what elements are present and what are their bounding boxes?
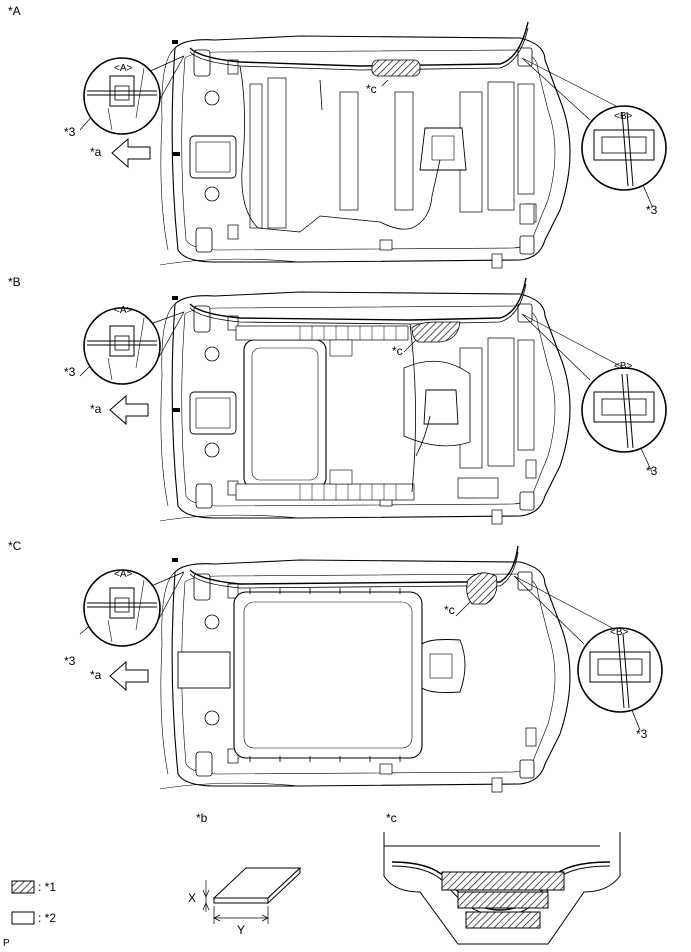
tape-dimension-y-label: Y: [237, 923, 246, 937]
panel-a-detail-b-label: <B>: [614, 111, 633, 122]
panel-b-diagram: [79, 277, 667, 525]
panel-c-detail-b-label: <B>: [610, 627, 629, 638]
panel-b-section-label: *c: [392, 344, 403, 358]
panel-b-detail-a-label: <A>: [114, 305, 133, 316]
panel-b-callout-3-right: *3: [646, 464, 658, 478]
panel-b-hatched-tape: [411, 321, 461, 343]
legend-hatched-text: : *1: [38, 880, 57, 894]
panel-c-section-label: *c: [444, 603, 455, 617]
panel-c-detail-a-label: <A>: [114, 569, 133, 580]
panel-a-front-label: *a: [90, 145, 102, 159]
panel-c-detail-a-circle: [83, 569, 161, 647]
footer-code: P: [3, 938, 10, 949]
panel-c-detail-b-circle: [577, 627, 663, 713]
panel-b-label: *B: [8, 275, 21, 289]
panel-b-front-arrow: [109, 395, 149, 425]
panel-b-callout-3-left: *3: [64, 365, 76, 379]
panel-c-label: *C: [8, 539, 22, 553]
panel-c-callout-3-right: *3: [636, 727, 648, 741]
tape-dimension-detail: [202, 866, 302, 924]
panel-a-label: *A: [8, 4, 21, 18]
tape-dimension-x-label: X: [188, 891, 197, 905]
panel-a-diagram: [79, 21, 667, 269]
panel-a-callout-3-left: *3: [64, 125, 76, 139]
legend-hatched-box-icon: [11, 880, 35, 894]
panel-a-front-arrow: [111, 138, 151, 168]
panel-a-callout-3-right: *3: [646, 203, 658, 217]
panel-c-hatched-tape: [466, 572, 498, 605]
legend-plain-text: : *2: [38, 911, 57, 925]
panel-b-front-label: *a: [90, 402, 102, 416]
panel-b-detail-b-circle: [581, 367, 667, 453]
panel-c-front-arrow: [109, 661, 149, 691]
panel-c-callout-3-left: *3: [64, 654, 76, 668]
panel-b-detail-a-circle: [83, 307, 161, 385]
panel-b-detail-b-label: <B>: [614, 361, 633, 372]
panel-a-detail-a-label: <A>: [114, 63, 133, 74]
section-detail-label: *c: [386, 811, 397, 825]
legend-plain-box-icon: [11, 911, 35, 925]
panel-c-front-label: *a: [90, 668, 102, 682]
panel-a-hatched-tape: [371, 59, 421, 77]
harness-section-detail: [383, 832, 621, 945]
panel-a-section-label: *c: [366, 82, 377, 96]
tape-detail-label: *b: [196, 811, 208, 825]
panel-c-diagram: [79, 545, 663, 793]
